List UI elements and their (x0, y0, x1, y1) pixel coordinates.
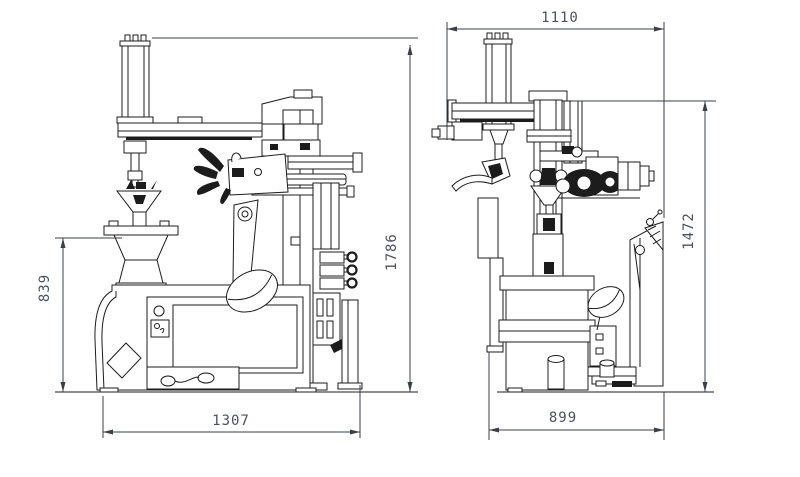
dim-1307-label: 1307 (212, 413, 250, 429)
mounting-head (193, 147, 289, 204)
dimension-839: 839 (37, 237, 122, 392)
dimension-1472: 1472 (572, 100, 716, 392)
valve-block (312, 182, 363, 390)
vertical-cylinder (116, 34, 154, 124)
right-view-drawing (431, 32, 714, 393)
vertical-cylinder-side (482, 32, 515, 165)
clamp-chuck (115, 152, 162, 227)
cabinet-base-side (477, 197, 617, 393)
dim-899-label: 899 (549, 410, 577, 426)
dim-839-label: 839 (37, 274, 53, 302)
dim-1786-label: 1786 (384, 233, 400, 271)
lubricant-bowl-side (587, 286, 625, 331)
dimension-1110: 1110 (446, 10, 665, 218)
dim-1472-label: 1472 (681, 212, 697, 250)
dimension-1307: 1307 (102, 385, 361, 438)
left-view-drawing (55, 34, 418, 393)
support-arm (587, 209, 664, 387)
dimension-899: 899 (488, 352, 665, 440)
helper-arms (251, 152, 363, 198)
cabinet-base (94, 284, 317, 393)
turntable-pedestal (103, 220, 179, 289)
lubricant-bowl (226, 269, 278, 313)
tool-head-assembly (539, 146, 655, 199)
dimension-1786: 1786 (152, 37, 418, 392)
demount-head (451, 157, 511, 192)
dim-1110-label: 1110 (541, 10, 579, 26)
swing-arm (117, 116, 263, 154)
